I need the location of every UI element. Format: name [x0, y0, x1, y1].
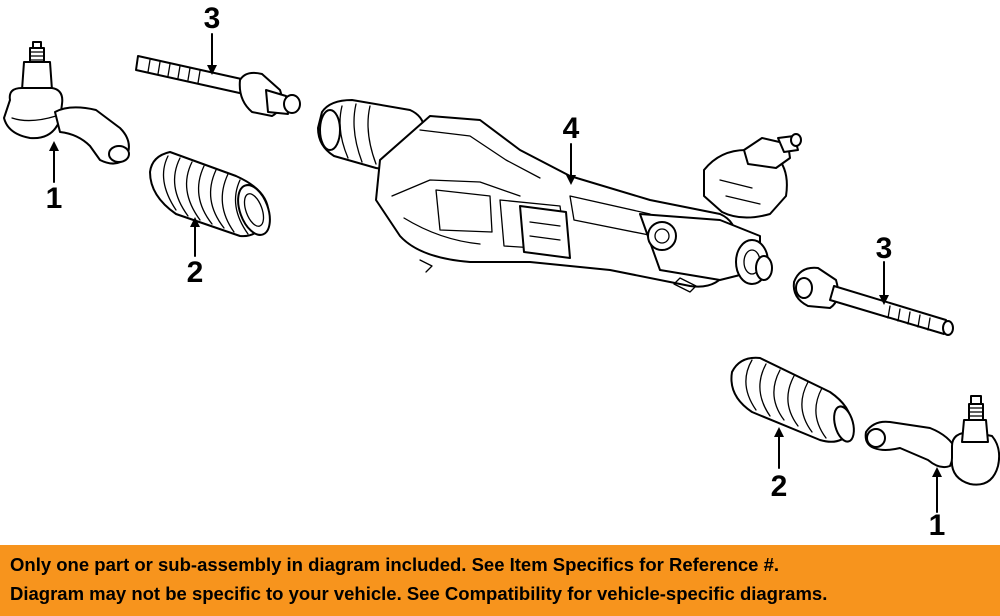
leader-lines — [49, 33, 942, 513]
disclaimer-line-1: Only one part or sub-assembly in diagram… — [10, 554, 780, 575]
tie-rod-end-left — [3, 41, 130, 165]
disclaimer-banner: Only one part or sub-assembly in diagram… — [0, 545, 1000, 616]
callout-4: 4 — [563, 112, 580, 145]
boot-right — [730, 356, 855, 443]
inner-tie-rod-right — [792, 266, 954, 336]
callout-1-left: 1 — [46, 182, 63, 215]
tie-rod-end-right — [864, 395, 1000, 486]
inner-tie-rod-left — [135, 55, 301, 117]
callout-2-right: 2 — [771, 470, 788, 503]
callout-2-left: 2 — [187, 256, 204, 289]
parts-diagram: 1 2 3 4 3 2 1 — [3, 2, 1000, 540]
callout-3-left: 3 — [204, 2, 221, 35]
steering-gear-assembly — [317, 99, 802, 293]
disclaimer-line-2: Diagram may not be specific to your vehi… — [10, 583, 828, 604]
boot-left — [149, 151, 271, 238]
callout-3-right: 3 — [876, 232, 893, 265]
callout-1-right: 1 — [929, 509, 946, 540]
